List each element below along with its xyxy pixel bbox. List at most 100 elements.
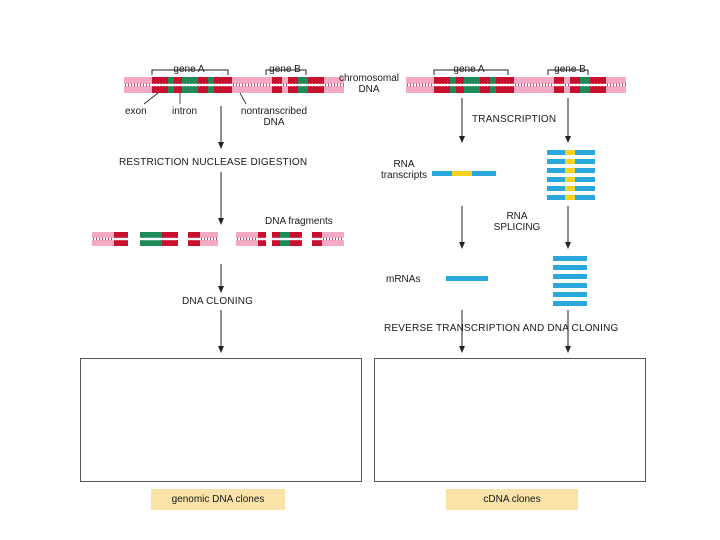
dna-fragment-3 [188, 232, 218, 246]
dna-fragment-4 [236, 232, 266, 246]
dna-segment [124, 77, 152, 93]
nontranscribed-pointer [239, 92, 247, 105]
chromosomal-dna-cdna [406, 77, 626, 93]
gene-a-bracket-cdna [433, 69, 509, 75]
genomic-clones-panel [80, 358, 362, 482]
dna-segment [564, 77, 570, 93]
mrna-gene-a [446, 276, 488, 281]
exon-segment [312, 232, 322, 246]
exon-segment [456, 77, 464, 93]
exon-rna [553, 292, 587, 297]
dna-segment [514, 77, 554, 93]
step-dna-cloning: DNA CLONING [182, 296, 254, 307]
exon-segment [214, 77, 232, 93]
dna-segment [322, 232, 344, 246]
exon-label: exon [125, 106, 147, 117]
gene-a-bracket-genomic [151, 69, 229, 75]
gene-b-label-genomic: gene B [269, 64, 301, 75]
exon-segment [570, 77, 580, 93]
gene-b-bracket-genomic [265, 69, 307, 75]
rna-transcripts-label: RNA transcripts [380, 159, 428, 181]
intron-segment [464, 77, 480, 93]
exon-segment [152, 77, 168, 93]
intron-segment [168, 77, 174, 93]
exon-rna [432, 171, 452, 176]
chromosomal-dna-label: chromosomal DNA [338, 73, 400, 95]
exon-rna [575, 177, 595, 182]
rna-transcript-gene-b [547, 168, 595, 173]
intron-segment [580, 77, 590, 93]
exon-rna [575, 150, 595, 155]
dna-fragment-1 [92, 232, 128, 246]
exon-segment [590, 77, 606, 93]
step-restriction-digestion: RESTRICTION NUCLEASE DIGESTION [119, 157, 308, 168]
step-reverse-transcription: REVERSE TRANSCRIPTION AND DNA CLONING [384, 323, 619, 334]
mrnas-label: mRNAs [386, 274, 421, 285]
mrna-gene-b [553, 292, 587, 297]
mrna-gene-b [553, 256, 587, 261]
dna-segment [606, 77, 626, 93]
intron-rna [565, 177, 575, 182]
intron-label: intron [172, 106, 198, 117]
exon-segment [174, 77, 182, 93]
exon-rna [446, 276, 488, 281]
gene-a-label-genomic: gene A [173, 64, 205, 75]
exon-rna [553, 301, 587, 306]
exon-segment [272, 232, 280, 246]
rna-transcript-gene-a [432, 171, 496, 176]
exon-pointer [143, 92, 159, 105]
mrna-gene-b [553, 274, 587, 279]
chromosomal-dna-genomic [124, 77, 344, 93]
gene-a-label-cdna: gene A [453, 64, 485, 75]
intron-segment [208, 77, 214, 93]
exon-segment [272, 77, 282, 93]
exon-rna [472, 171, 496, 176]
intron-rna [565, 168, 575, 173]
mrna-gene-b [553, 301, 587, 306]
exon-rna [547, 186, 565, 191]
intron-segment [280, 232, 290, 246]
cdna-clones-caption: cDNA clones [446, 489, 578, 510]
exon-rna [553, 283, 587, 288]
exon-segment [434, 77, 450, 93]
dna-segment [200, 232, 218, 246]
rna-transcript-gene-b [547, 159, 595, 164]
dna-segment [92, 232, 114, 246]
intron-segment [490, 77, 496, 93]
mrna-gene-b [553, 265, 587, 270]
exon-segment [496, 77, 514, 93]
bracket-line [547, 69, 589, 75]
bracket-line [433, 69, 509, 75]
cdna-clones-panel [374, 358, 646, 482]
exon-segment [480, 77, 490, 93]
rna-transcript-gene-b [547, 195, 595, 200]
intron-rna [565, 186, 575, 191]
exon-rna [547, 168, 565, 173]
exon-rna [575, 168, 595, 173]
exon-segment [308, 77, 324, 93]
dna-segment [236, 232, 258, 246]
exon-rna [553, 256, 587, 261]
intron-segment [298, 77, 308, 93]
gene-b-label-cdna: gene B [554, 64, 586, 75]
nontranscribed-dna-label: nontranscribed DNA [240, 106, 308, 128]
rna-splicing-label: RNA SPLICING [493, 211, 541, 233]
exon-rna [547, 177, 565, 182]
exon-rna [553, 265, 587, 270]
intron-rna [565, 195, 575, 200]
exon-segment [198, 77, 208, 93]
exon-rna [553, 274, 587, 279]
exon-segment [258, 232, 266, 246]
exon-segment [554, 77, 564, 93]
rna-transcript-gene-b [547, 186, 595, 191]
exon-rna [575, 186, 595, 191]
intron-rna [565, 150, 575, 155]
dna-fragment-2 [140, 232, 178, 246]
gene-b-bracket-cdna [547, 69, 589, 75]
bracket-line [265, 69, 307, 75]
exon-segment [188, 232, 200, 246]
exon-segment [162, 232, 178, 246]
intron-segment [140, 232, 162, 246]
dna-segment [232, 77, 272, 93]
